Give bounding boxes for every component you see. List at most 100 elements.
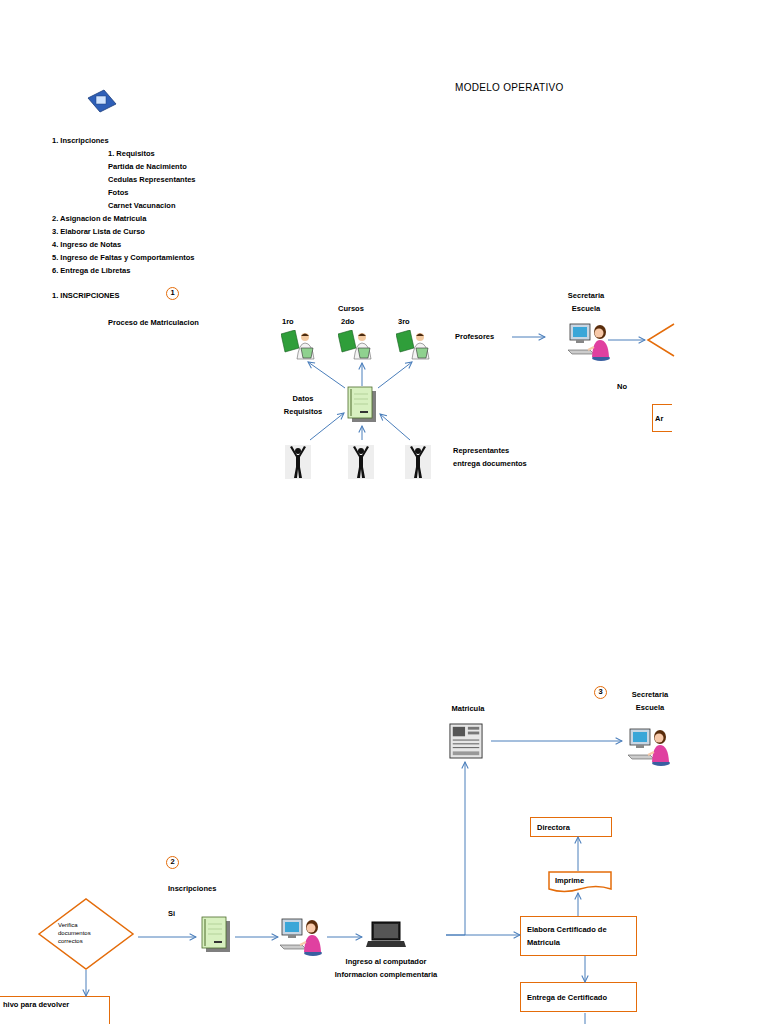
connector — [446, 762, 465, 935]
icon-caption: Secretaria Escuela — [553, 289, 619, 315]
text-label: 4. Ingreso de Notas — [52, 238, 121, 251]
text-label: Proceso de Matriculacion — [108, 316, 199, 329]
icon-caption: Ingreso al computador Informacion comple… — [326, 955, 446, 981]
arrow — [308, 362, 345, 388]
line — [585, 1013, 586, 1024]
process-box: Elabora Certificado de Matricula — [520, 916, 637, 956]
secretary-icon — [568, 324, 610, 361]
node-text: Secretaria Escuela — [622, 688, 678, 714]
node-text: Imprime — [555, 874, 584, 887]
connector — [578, 837, 579, 871]
text-group: Ar — [655, 412, 663, 425]
node-text: Elabora Certificado de Matricula — [527, 923, 630, 949]
icon-node: Ingreso al computador Informacion comple… — [326, 916, 446, 986]
text-label: 1ro — [282, 315, 294, 328]
node-text: Matricula — [445, 702, 491, 715]
text-group: Directora — [537, 821, 570, 834]
app-icon — [88, 90, 116, 112]
diagram-title: MODELO OPERATIVO — [455, 81, 564, 94]
teacher-icon — [396, 330, 429, 359]
text-label: Partida de Nacimiento — [108, 160, 187, 173]
callout-number: 3 — [594, 686, 607, 699]
arrow — [310, 413, 344, 440]
connector — [585, 956, 586, 982]
text-label: Cedulas Representantes — [108, 173, 196, 186]
teacher-icon — [281, 330, 314, 359]
text-label: Carnet Vacunacion — [108, 199, 176, 212]
banner-outline — [549, 872, 611, 892]
callout-number: 1 — [166, 287, 179, 300]
secretary-icon — [628, 729, 670, 766]
arrow — [138, 937, 196, 938]
process-box: hivo para devolver — [0, 996, 110, 1024]
text-label: 1. INSCRIPCIONES — [52, 289, 120, 302]
text-label: 6. Entrega de Libretas — [52, 264, 130, 277]
text-group: Verifica documentos correctos — [58, 921, 104, 945]
connector — [446, 935, 520, 936]
secretary-icon — [280, 919, 322, 956]
node-text: Ingreso al computador Informacion comple… — [326, 955, 446, 981]
person-icon — [405, 445, 431, 479]
text-label: 5. Ingreso de Faltas y Comportamientos — [52, 251, 195, 264]
icon-caption: Secretaria Escuela — [622, 688, 678, 714]
text-label: No — [617, 380, 627, 393]
text-label: Inscripciones — [168, 882, 216, 895]
icon-caption: Matricula — [445, 702, 491, 715]
connector — [86, 970, 87, 996]
text-group: Entrega de Certificado — [527, 991, 607, 1004]
text-label: 3. Elaborar Lista de Curso — [52, 225, 145, 238]
person-icon — [285, 445, 311, 479]
document-icon — [202, 917, 230, 952]
node-text: Directora — [537, 821, 570, 834]
icon-node: Secretaria Escuela — [622, 688, 678, 768]
text-label: 2do — [341, 315, 354, 328]
text-label: Cursos — [338, 302, 364, 315]
teacher-icon — [338, 330, 371, 359]
icon-node: Secretaria Escuela — [553, 289, 619, 362]
person-icon — [348, 445, 374, 479]
laptop-icon — [366, 922, 406, 947]
node-text: Secretaria Escuela — [553, 289, 619, 315]
text-label: Fotos — [108, 186, 128, 199]
arrow — [362, 426, 363, 440]
text-label: Representantes entrega documentos — [453, 444, 533, 470]
arrow — [380, 414, 410, 440]
text-label: 2. Asignacion de Matricula — [52, 212, 146, 225]
arrow — [378, 362, 412, 388]
text-label: 3ro — [398, 315, 410, 328]
arrow — [512, 337, 545, 338]
icon-node: Datos Requisitos — [278, 385, 380, 427]
node-text: Entrega de Certificado — [527, 991, 607, 1004]
text-label: 1. Requisitos — [108, 147, 155, 160]
connector — [578, 893, 579, 916]
callout-number: 2 — [166, 856, 179, 869]
icon-caption: Datos Requisitos — [278, 392, 328, 418]
process-box: Entrega de Certificado — [520, 982, 637, 1012]
text-group: Elabora Certificado de Matricula — [527, 923, 630, 949]
icon-node: Matricula — [445, 702, 491, 762]
node-text: Ar — [655, 412, 663, 425]
arrow — [235, 937, 278, 938]
decision-diamond — [648, 324, 674, 356]
document-icon — [348, 387, 376, 422]
machine-icon — [450, 724, 482, 758]
process-box: Ar — [652, 404, 672, 432]
node-text: Verifica documentos correctos — [58, 921, 104, 945]
arrow — [608, 340, 645, 341]
arrow — [362, 363, 363, 386]
text-label: Si — [168, 907, 175, 920]
node-text: hivo para devolver — [3, 998, 69, 1011]
decision-diamond: Verifica documentos correctos — [38, 898, 134, 970]
process-box: Directora — [530, 817, 612, 837]
text-group: hivo para devolver — [3, 998, 69, 1011]
text-label: Profesores — [455, 330, 494, 343]
connector — [491, 741, 622, 742]
diamond-outline — [39, 899, 133, 969]
arrow — [327, 937, 362, 938]
document-shape: Imprime — [548, 871, 612, 893]
text-label: 1. Inscripciones — [52, 134, 109, 147]
node-text: Datos Requisitos — [278, 392, 328, 418]
flow-arrows — [138, 337, 645, 1024]
text-group: Imprime — [555, 874, 584, 887]
